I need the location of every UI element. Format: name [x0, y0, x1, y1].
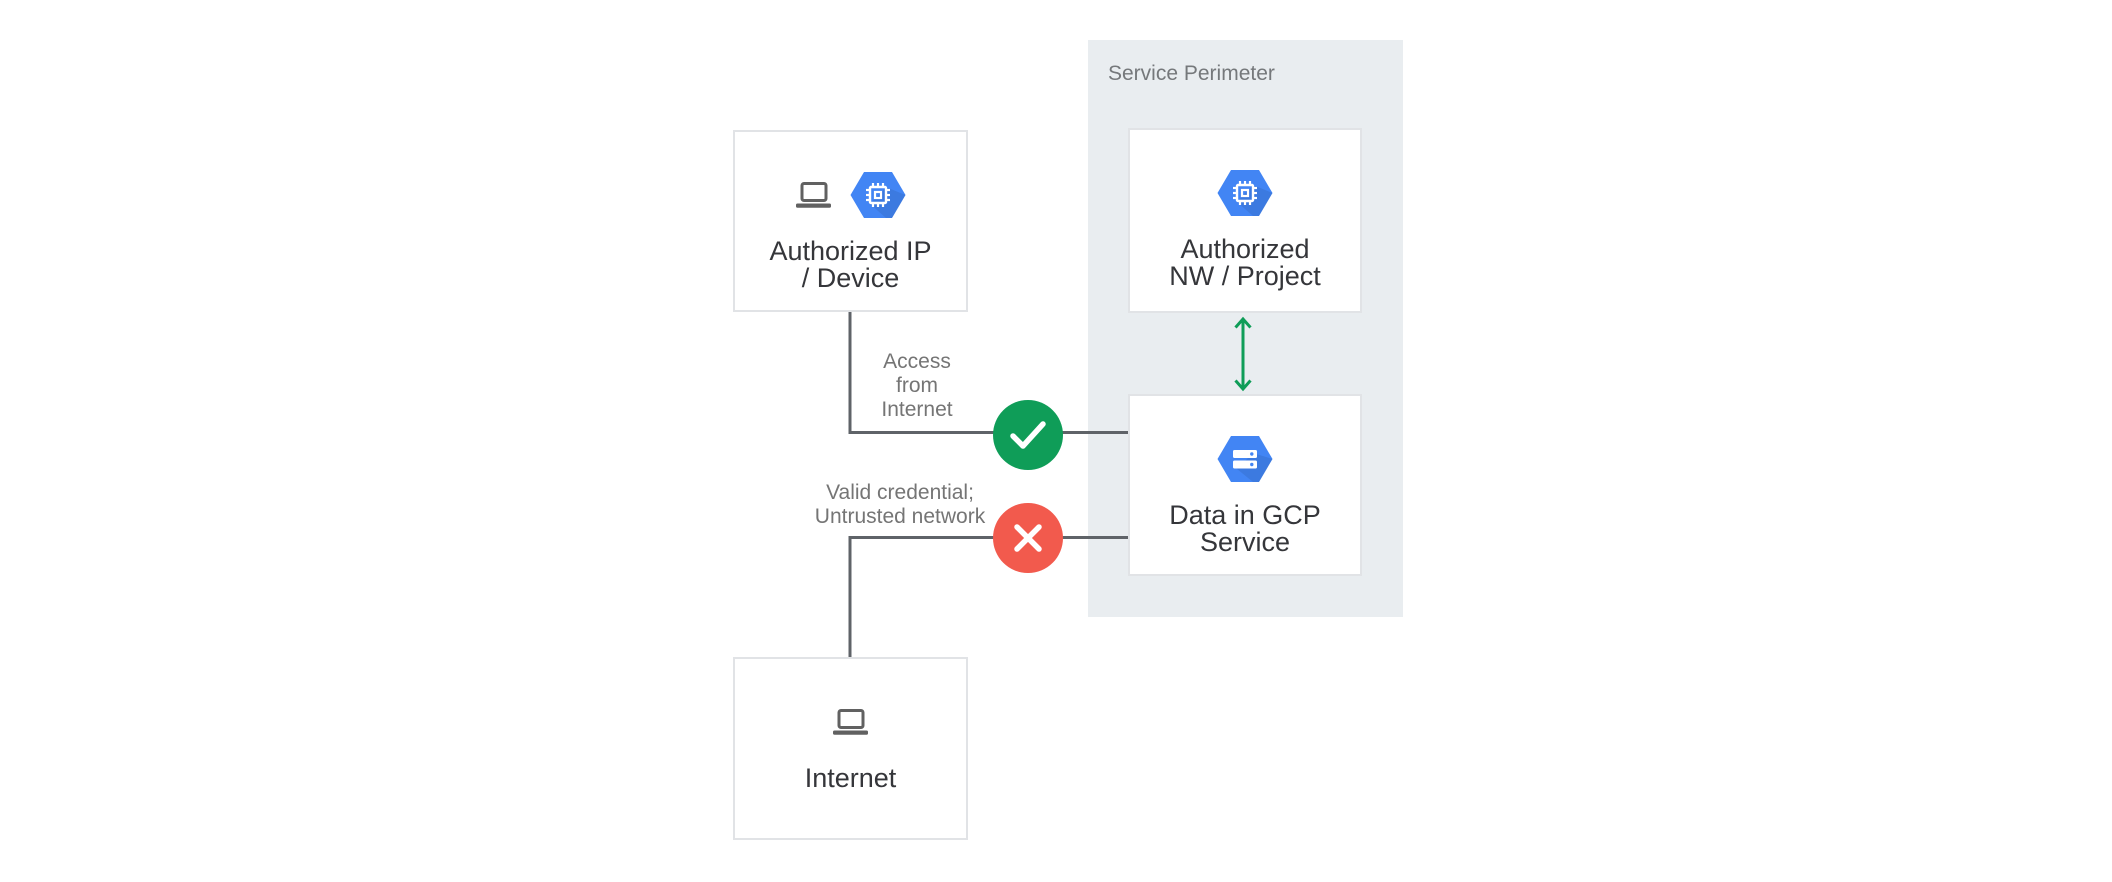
compute-engine-hexagon-icon	[849, 171, 907, 219]
laptop-icon	[795, 182, 832, 208]
double-arrow-icon	[1234, 316, 1252, 392]
edge-label-access-from-internet: Access from Internet	[881, 350, 953, 421]
node-authorized-nw-project: Authorized NW / Project	[1128, 128, 1362, 313]
node-data-in-gcp-service: Data in GCP Service	[1128, 394, 1362, 576]
cloud-storage-hexagon-icon	[1216, 435, 1274, 483]
node-title: Authorized NW / Project	[1169, 234, 1321, 291]
check-icon	[993, 400, 1063, 470]
node-internet: Internet	[733, 657, 968, 840]
node-icons	[735, 169, 966, 221]
cross-icon	[993, 503, 1063, 573]
node-icons	[1130, 167, 1360, 219]
denied-connector-line	[848, 536, 1128, 657]
node-title: Internet	[804, 763, 897, 793]
node-title: Data in GCP Service	[1169, 500, 1321, 557]
laptop-icon	[832, 709, 869, 735]
service-perimeter-label: Service Perimeter	[1108, 62, 1275, 85]
node-icons	[735, 696, 966, 748]
edge-label-untrusted-network: Valid credential; Untrusted network	[814, 481, 986, 528]
compute-engine-hexagon-icon	[1216, 169, 1274, 217]
node-icons	[1130, 433, 1360, 485]
node-authorized-ip-device: Authorized IP / Device	[733, 130, 968, 312]
node-title: Authorized IP / Device	[769, 236, 932, 293]
status-badge-denied	[993, 503, 1063, 573]
status-badge-allowed	[993, 400, 1063, 470]
